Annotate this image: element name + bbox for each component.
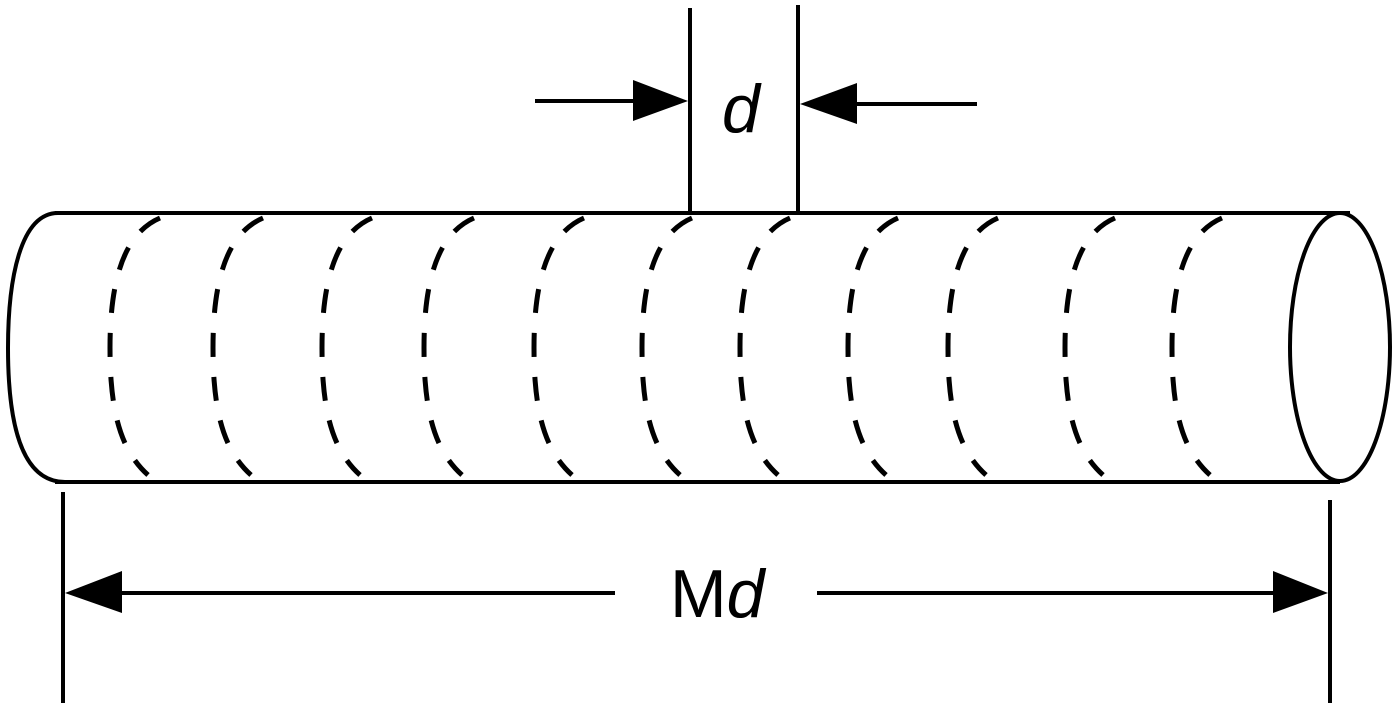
segment-arc xyxy=(945,215,1000,477)
cylinder-right-end xyxy=(1288,211,1392,483)
label-d: d xyxy=(727,556,767,632)
segment-divisions xyxy=(107,215,1224,477)
segment-arc xyxy=(107,215,162,477)
dimension-Md xyxy=(61,492,1332,703)
cylinder-left-end xyxy=(5,211,66,484)
segment-arc xyxy=(845,215,900,477)
segment-arc xyxy=(531,215,586,477)
segment-arc xyxy=(639,215,694,477)
arrowhead-right-icon xyxy=(1273,571,1328,613)
segment-arc xyxy=(1169,215,1224,477)
segment-arc xyxy=(421,215,476,477)
label-d: d xyxy=(722,71,762,147)
label-Md: Md xyxy=(670,556,767,632)
segment-arc xyxy=(1062,215,1117,477)
arrowhead-left-icon xyxy=(65,571,122,613)
segment-arc xyxy=(210,215,265,477)
dimension-d xyxy=(535,5,977,213)
arrowhead-right-icon xyxy=(633,80,688,121)
segment-arc xyxy=(737,215,792,477)
segment-arc xyxy=(319,215,374,477)
label-M: M xyxy=(670,556,727,632)
arrowhead-left-icon xyxy=(800,83,857,124)
cylinder xyxy=(5,211,1392,484)
